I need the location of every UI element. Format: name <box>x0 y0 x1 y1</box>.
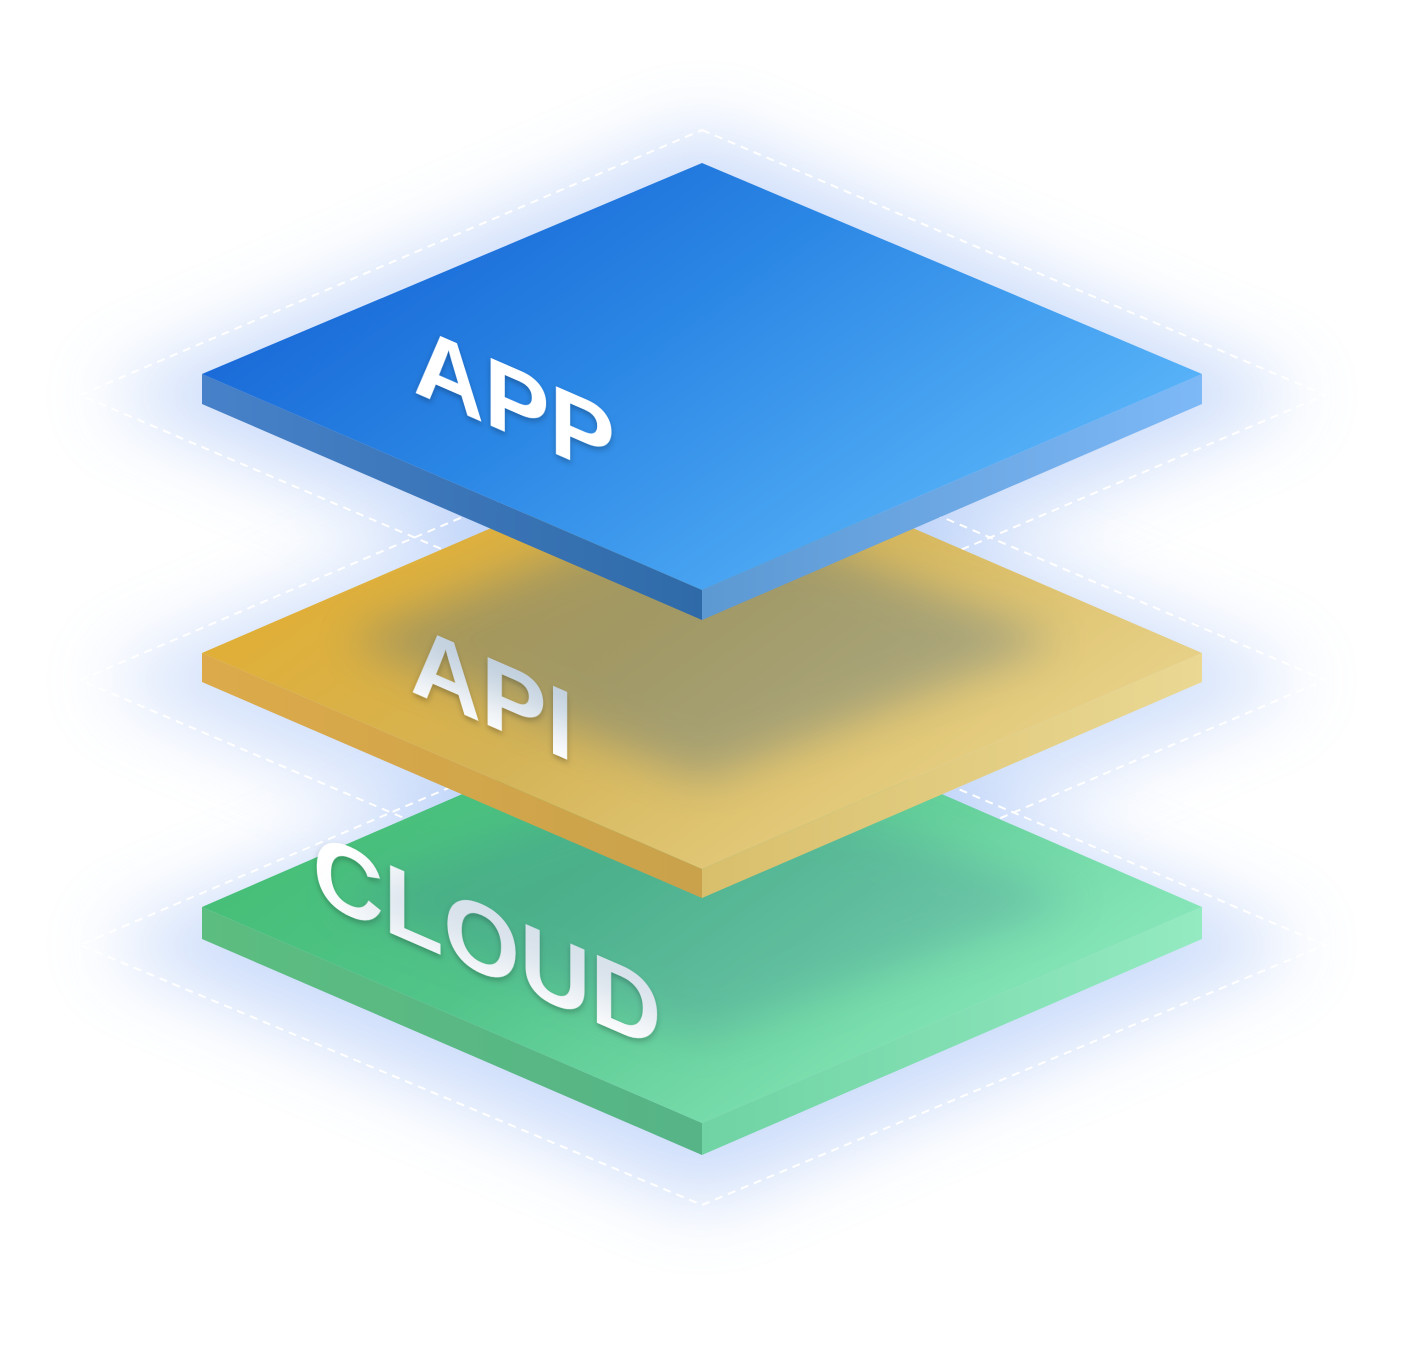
layer-api-right-side <box>702 653 1202 898</box>
api-cast-shadow <box>330 760 1080 1040</box>
layer-cloud-left-side <box>202 907 702 1155</box>
layer-app-left-side <box>202 374 702 620</box>
layer-cloud-right-side <box>702 907 1202 1155</box>
dashed-outline-api <box>77 413 1328 947</box>
layer-api: API <box>202 437 1202 898</box>
layer-app: APP <box>202 163 1202 620</box>
layer-app-right-side <box>702 374 1202 620</box>
dashed-outline-cloud <box>77 678 1328 1207</box>
dashed-outlines <box>77 128 1328 1207</box>
layer-api-left-side <box>202 653 702 898</box>
dashed-outline-app <box>77 128 1328 662</box>
layer-app-top <box>202 163 1202 590</box>
app-cast-shadow <box>345 500 1060 780</box>
